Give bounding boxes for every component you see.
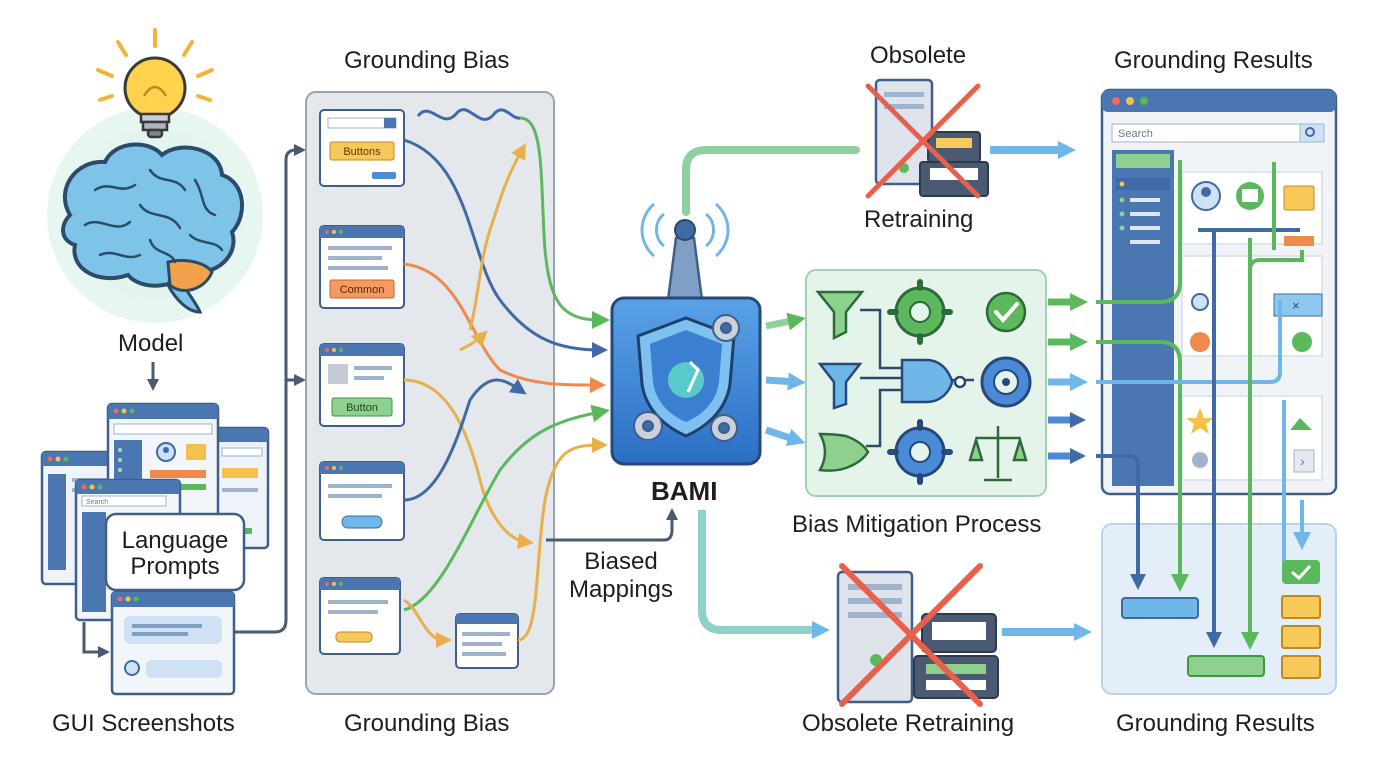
model-illustration [47, 28, 263, 391]
cross-icon [839, 563, 983, 707]
tag-buttons: Buttons [343, 146, 381, 158]
search-mini-label: Search [86, 499, 108, 506]
folder-icon [1281, 625, 1321, 649]
lightbulb-rays [96, 28, 214, 102]
logic-gate-icon [900, 358, 967, 404]
results-search-label: Search [1118, 128, 1153, 140]
label-grounding-results-top: Grounding Results [1114, 47, 1313, 74]
label-obsolete-retraining: Obsolete Retraining [802, 710, 1015, 737]
label-bias-mitigation-process: Bias Mitigation Process [792, 511, 1042, 538]
folder-icon [1281, 655, 1321, 679]
ui-card-4 [319, 461, 405, 541]
label-model: Model [118, 330, 184, 357]
funnel-icon [815, 290, 865, 341]
check-icon [985, 291, 1027, 333]
ui-card-3 [319, 343, 405, 427]
tag-button: Button [346, 402, 378, 414]
gear-icon [633, 314, 740, 442]
bami-module [546, 202, 762, 542]
funnel-icon [817, 362, 863, 410]
logic-gate-icon [817, 432, 870, 472]
bias-curves [403, 116, 610, 648]
cross-icon [865, 83, 981, 199]
label-biased-mappings: Biased Mappings [568, 548, 674, 603]
target-gear-icon [980, 356, 1032, 408]
brain-icon [61, 142, 244, 314]
label-retraining: Retraining [864, 206, 974, 233]
tape-icon [919, 131, 989, 197]
shield-icon [636, 316, 736, 438]
label-grounding-bias-top: Grounding Bias [344, 47, 510, 74]
label-language-prompts: Language Prompts [121, 527, 229, 580]
user-icon [1191, 181, 1221, 211]
svg-text:×: × [1292, 298, 1300, 313]
folder-icon [1281, 595, 1321, 619]
check-icon [1282, 560, 1320, 584]
grounding-results-panel: Search × › [1096, 88, 1338, 695]
tape-icon [913, 613, 999, 699]
gear-icon [887, 419, 953, 485]
lightbulb-icon [123, 56, 187, 139]
folder-icon [1283, 185, 1315, 211]
server-icon [836, 570, 914, 704]
ui-card-1 [319, 109, 405, 187]
label-gui-screenshots: GUI Screenshots [52, 710, 235, 737]
bias-mitigation-panel [805, 269, 1047, 497]
gear-icon [887, 279, 953, 345]
svg-text:›: › [1300, 453, 1305, 469]
tag-common: Common [340, 284, 385, 296]
ui-card-6 [455, 613, 519, 669]
label-grounding-bias-bottom: Grounding Bias [344, 710, 510, 737]
label-grounding-results-bottom: Grounding Results [1116, 710, 1315, 737]
antenna-icon [640, 202, 730, 302]
label-bami: BAMI [651, 476, 718, 506]
label-obsolete: Obsolete [870, 42, 967, 69]
obsolete-retraining-top [865, 78, 989, 199]
scales-icon [968, 426, 1028, 482]
ui-card-5 [319, 577, 401, 655]
grounding-bias-panel [305, 91, 555, 695]
star-icon [1186, 408, 1214, 434]
image-icon [1236, 182, 1264, 210]
obsolete-retraining-bottom [836, 563, 999, 707]
gui-screenshots-stack: Search [40, 144, 306, 696]
ui-card-2 [319, 225, 405, 309]
